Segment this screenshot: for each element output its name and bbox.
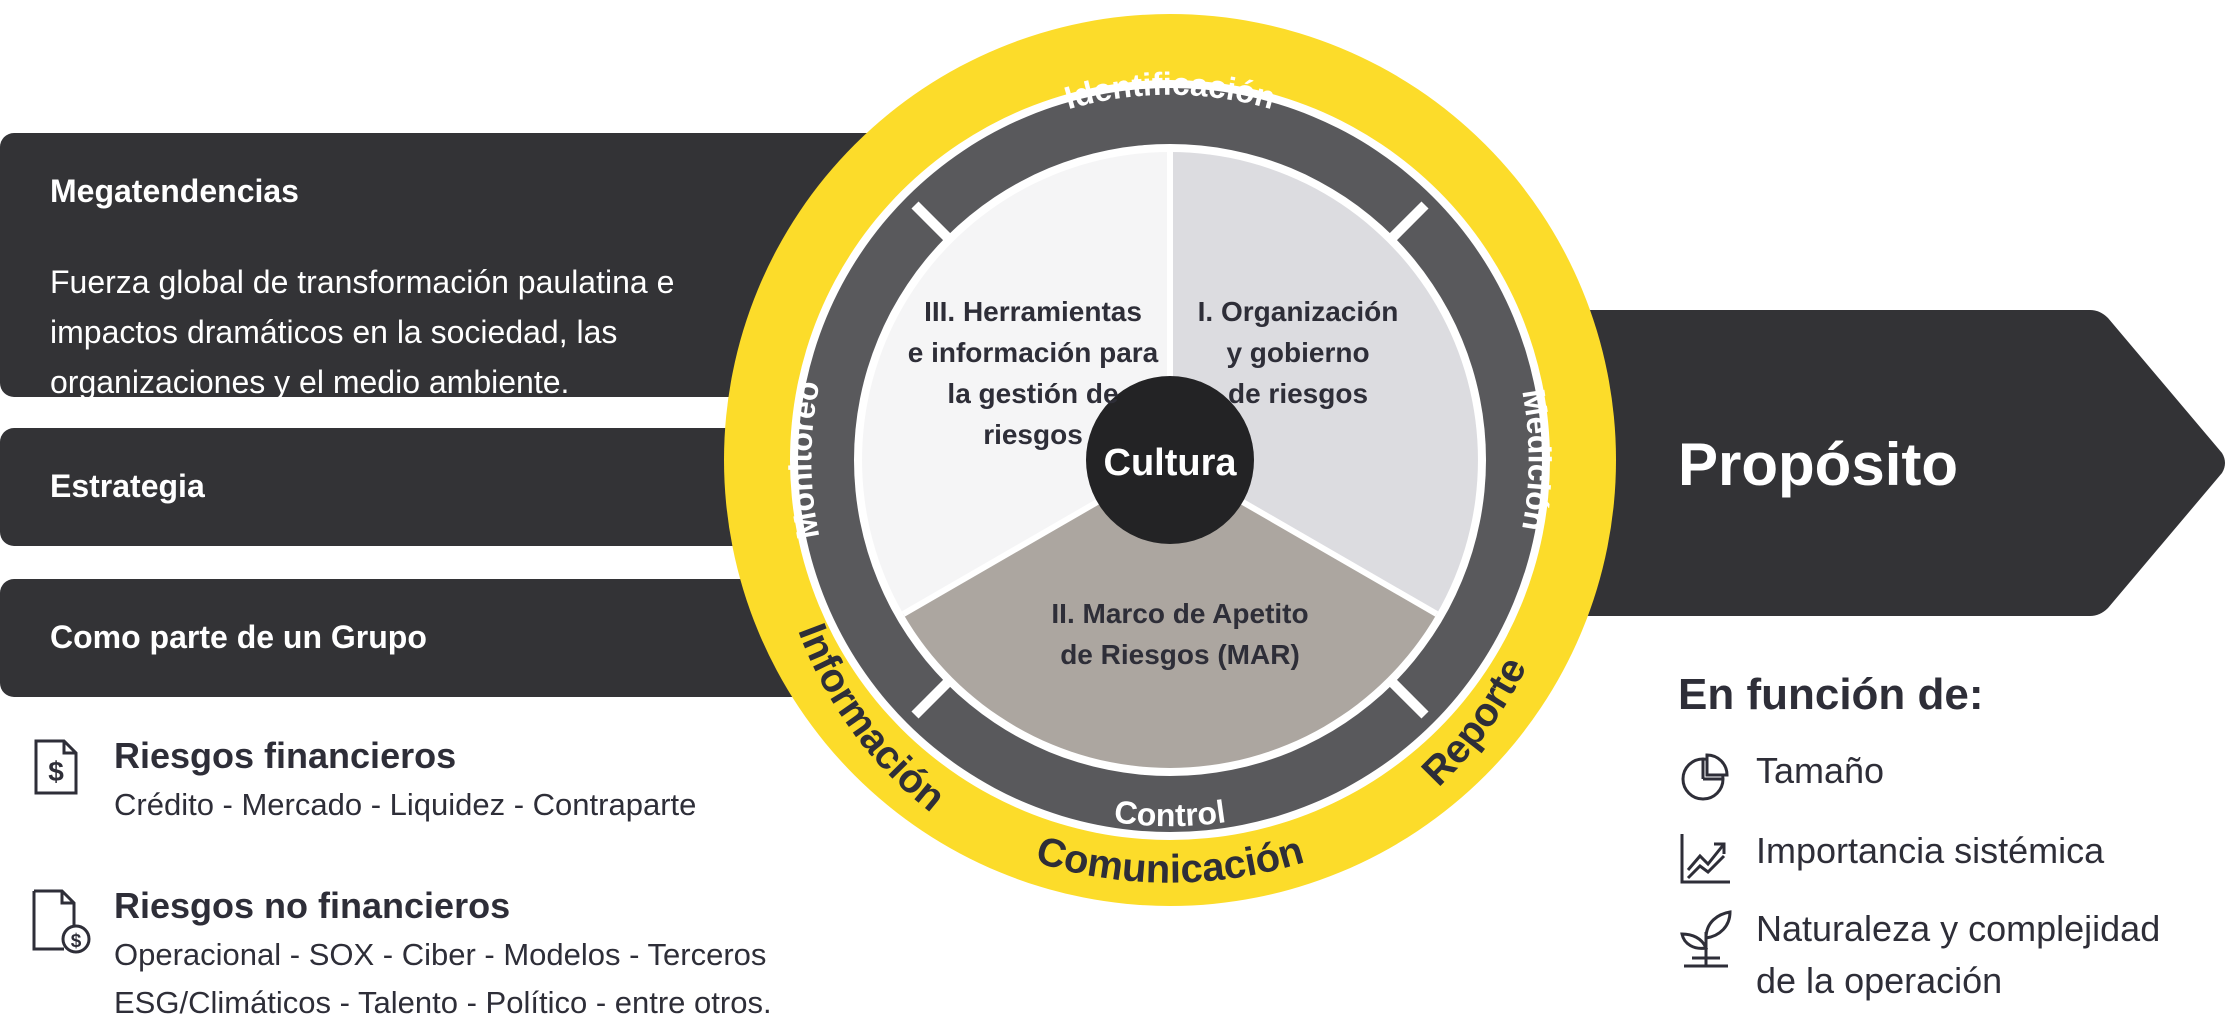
sector-three-line: III. Herramientas (924, 296, 1142, 327)
medicion-label: Medición (1515, 387, 1558, 534)
sector-mar (903, 460, 1437, 768)
cultura-label: Cultura (1104, 442, 1238, 484)
riesgos-no-financieros-line: Operacional - SOX - Ciber - Modelos - Te… (114, 937, 767, 972)
megatendencias-desc-line: organizaciones y el medio ambiente. (50, 364, 570, 400)
control-label: Control (1112, 793, 1227, 833)
risk-wheel: Cultura I. Organización y gobierno de ri… (724, 14, 1616, 906)
document-coin-icon: $ (32, 889, 91, 954)
plant-icon (1680, 910, 1732, 968)
megatendencias-desc-line: impactos dramáticos en la sociedad, las (50, 314, 618, 350)
cultura-center (1086, 376, 1254, 544)
riesgos-financieros-title: Riesgos financieros (114, 735, 457, 776)
proposito-label: Propósito (1678, 431, 1958, 498)
megatendencias-description: Fuerza global de transformación paulatin… (50, 257, 770, 407)
sector-one-line: y gobierno (1226, 337, 1369, 368)
funcion-item-label: Tamaño (1756, 750, 1885, 791)
funcion-item-label: Importancia sistémica (1756, 830, 2105, 871)
proposito-arrow (1500, 310, 2225, 616)
svg-text:$: $ (71, 931, 82, 952)
funcion-item-label: de la operación (1756, 960, 2003, 1001)
sector-three-line: riesgos (983, 419, 1083, 450)
sector-organizacion (1170, 152, 1478, 614)
funcion-item-label: Naturaleza y complejidad (1756, 908, 2161, 949)
riesgos-financieros-line: Crédito - Mercado - Liquidez - Contrapar… (114, 787, 697, 822)
sector-herramientas (862, 152, 1170, 614)
svg-text:$: $ (48, 756, 64, 787)
grupo-title: Como parte de un Grupo (50, 619, 427, 655)
sector-one-line: de riesgos (1228, 378, 1368, 409)
riesgos-no-financieros-line: ESG/Climáticos - Talento - Político - en… (114, 985, 772, 1020)
sector-two-line: de Riesgos (MAR) (1060, 639, 1300, 670)
sector-two-line: II. Marco de Apetito (1051, 598, 1308, 629)
estrategia-title: Estrategia (50, 468, 205, 504)
dollar-document-icon: $ (34, 739, 78, 795)
sector-one-line: I. Organización (1198, 296, 1399, 327)
megatendencias-title: Megatendencias (50, 173, 299, 209)
trend-chart-icon (1680, 834, 1730, 884)
en-funcion-de-title: En función de: (1678, 670, 1984, 719)
sector-three-line: la gestión de (947, 378, 1118, 409)
arrow-shape (1500, 310, 2225, 616)
riesgos-no-financieros-title: Riesgos no financieros (114, 885, 511, 926)
megatendencias-bar: Megatendencias Fuerza global de transfor… (0, 133, 900, 400)
sector-three-line: e información para (908, 337, 1159, 368)
megatendencias-desc-line: Fuerza global de transformación paulatin… (50, 264, 675, 300)
pie-chart-icon (1681, 753, 1729, 801)
